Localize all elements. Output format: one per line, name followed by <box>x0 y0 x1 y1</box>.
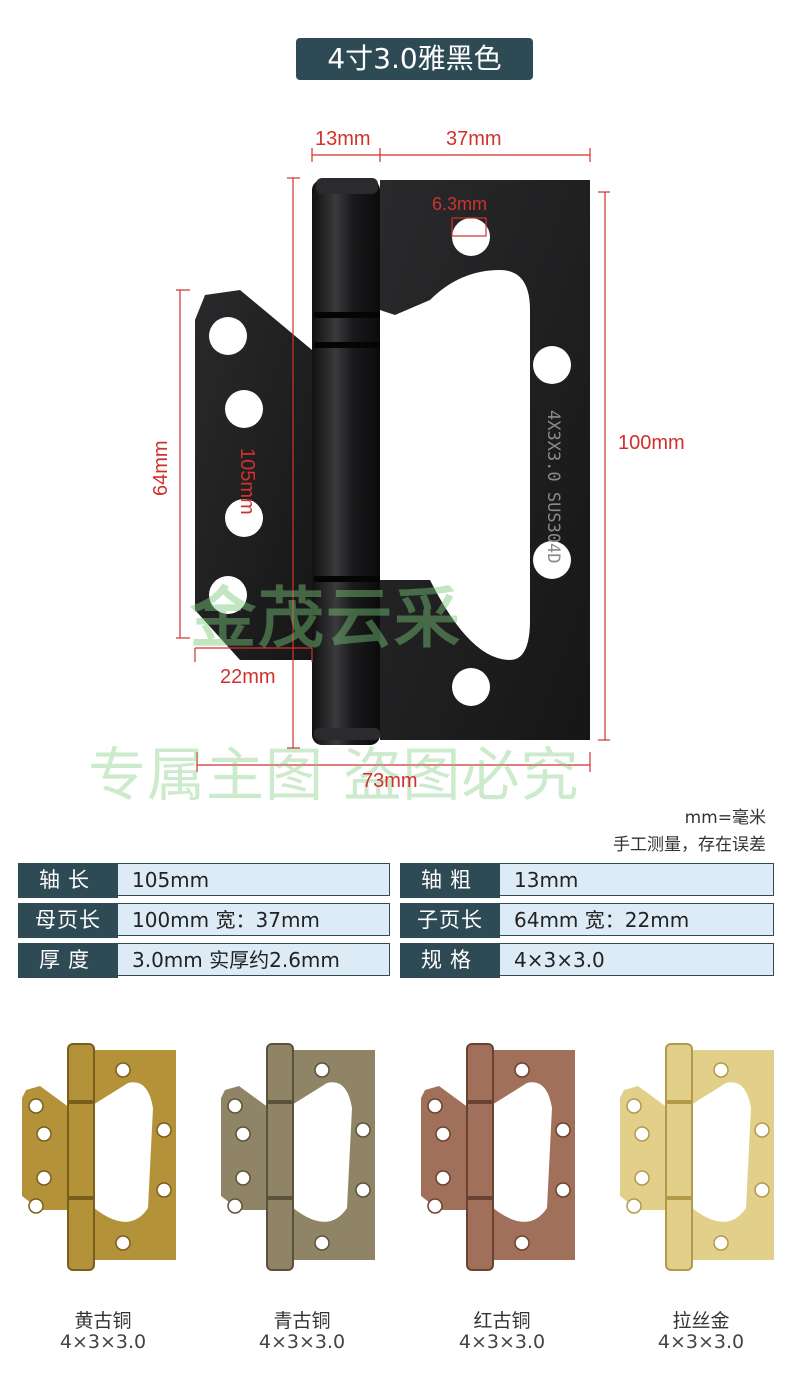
watermark-notice: 专属主图 盗图必究 <box>88 741 580 809</box>
spec-key: 厚度 <box>18 943 118 978</box>
spec-row: 厚度 3.0mm 实厚约2.6mm <box>18 943 390 978</box>
variant-spec: 4×3×3.0 <box>59 1331 147 1353</box>
spec-key: 轴粗 <box>400 863 500 898</box>
variant-hinge-image <box>22 1043 176 1271</box>
variant-hinge-image <box>221 1043 375 1271</box>
spec-key: 母页长 <box>18 903 118 938</box>
measure-note: 手工测量，存在误差 <box>613 835 766 855</box>
variant-name: 青古铜 <box>273 1310 331 1332</box>
spec-row: 母页长 100mm 宽：37mm <box>18 903 390 938</box>
spec-value: 3.0mm 实厚约2.6mm <box>117 943 390 976</box>
page-title: 4寸3.0雅黑色 <box>296 38 533 80</box>
spec-row: 轴粗 13mm <box>400 863 774 898</box>
spec-value: 13mm <box>499 863 774 896</box>
spec-key: 子页长 <box>400 903 500 938</box>
spec-value: 64mm 宽：22mm <box>499 903 774 936</box>
variant-name: 黄古铜 <box>74 1310 132 1332</box>
variant-name: 拉丝金 <box>672 1310 730 1332</box>
dim-total-width: 73mm <box>362 770 418 792</box>
watermark-brand: 金茂云采 <box>190 580 462 657</box>
variant-hinge-image <box>620 1043 774 1271</box>
spec-row: 子页长 64mm 宽：22mm <box>400 903 774 938</box>
variant-name: 红古铜 <box>473 1310 531 1332</box>
variant-spec: 4×3×3.0 <box>458 1331 546 1353</box>
spec-key: 轴长 <box>18 863 118 898</box>
dim-pin-diameter: 13mm <box>315 128 371 150</box>
dim-child-width: 22mm <box>220 666 276 688</box>
hinge-diagram: 4X3X3.0 SUS304D <box>176 148 610 772</box>
unit-note: mm=毫米 <box>684 808 766 828</box>
variant-spec: 4×3×3.0 <box>657 1331 745 1353</box>
spec-value: 100mm 宽：37mm <box>117 903 390 936</box>
variant-hinge-image <box>421 1043 575 1271</box>
spec-row: 轴长 105mm <box>18 863 390 898</box>
spec-key: 规格 <box>400 943 500 978</box>
dim-pin-length: 105mm <box>236 448 258 515</box>
spec-value: 105mm <box>117 863 390 896</box>
dim-leaf-width: 37mm <box>446 128 502 150</box>
dim-hole: 6.3mm <box>432 194 488 214</box>
dim-leaf-height: 100mm <box>618 432 685 454</box>
spec-row: 规格 4×3×3.0 <box>400 943 774 978</box>
spec-value: 4×3×3.0 <box>499 943 774 976</box>
variant-spec: 4×3×3.0 <box>258 1331 346 1353</box>
hinge-stamp: 4X3X3.0 SUS304D <box>543 410 563 564</box>
dim-child-height: 64mm <box>150 440 172 496</box>
